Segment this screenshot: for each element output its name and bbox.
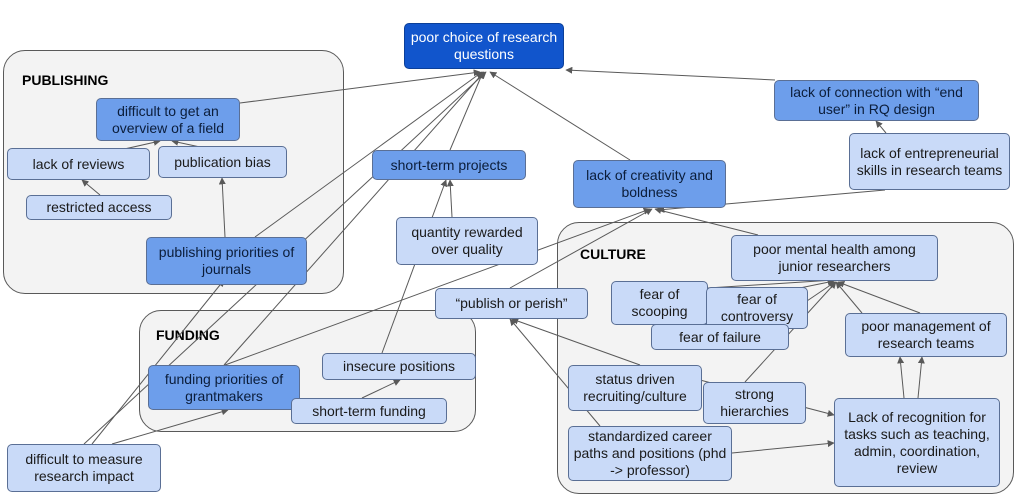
culture-group-label: CULTURE [580, 246, 646, 262]
node-funding-priorities[interactable]: funding priorities of grantmakers [148, 365, 300, 410]
edge-fundingpriorities-to-creativity [224, 207, 651, 366]
node-fear-scooping[interactable]: fear of scooping [611, 281, 708, 325]
node-restricted-access[interactable]: restricted access [26, 195, 172, 220]
edge-shortprojects-to-root [449, 71, 484, 151]
publishing-group-label: PUBLISHING [22, 72, 109, 88]
node-publication-bias[interactable]: publication bias [158, 146, 287, 178]
node-lack-reviews[interactable]: lack of reviews [7, 148, 150, 180]
edge-quantity-to-shortprojects [446, 179, 454, 218]
edge-hierarchies-to-mentalhealth [744, 281, 837, 383]
node-poor-mental-health[interactable]: poor mental health among junior research… [731, 235, 938, 281]
node-quantity-rewarded[interactable]: quantity rewarded over quality [396, 217, 538, 265]
edge-scooping-to-mentalhealth [707, 276, 835, 289]
node-poor-management[interactable]: poor management of research teams [845, 313, 1007, 357]
node-short-term-projects[interactable]: short-term projects [372, 150, 526, 180]
edge-fundingpriorities-to-root [223, 71, 485, 366]
node-short-term-funding[interactable]: short-term funding [291, 398, 447, 424]
edge-entrepreneurial-to-connection [875, 120, 887, 134]
edge-measure-to-fundingpriorities [111, 408, 229, 445]
edge-insecure-to-shortprojects [381, 179, 448, 354]
node-publishing-priorities[interactable]: publishing priorities of journals [146, 237, 307, 285]
node-status-driven[interactable]: status driven recruiting/culture [568, 365, 702, 411]
node-difficult-measure[interactable]: difficult to measure research impact [7, 444, 161, 492]
edge-measure-to-pubpriorities [91, 279, 225, 445]
edge-management-to-mentalhealth [837, 280, 921, 314]
edge-access-to-reviews [81, 179, 101, 196]
edge-publishperish-to-creativity [509, 208, 653, 289]
node-lack-recognition[interactable]: Lack of recognition for tasks such as te… [834, 398, 1000, 487]
node-publish-or-perish[interactable]: “publish or perish” [435, 288, 588, 319]
node-poor-choice[interactable]: poor choice of research questions [404, 23, 564, 69]
node-difficult-overview[interactable]: difficult to get an overview of a field [96, 98, 240, 141]
edge-recognition2-to-management [917, 356, 925, 399]
node-insecure-positions[interactable]: insecure positions [322, 353, 476, 380]
edge-pubpriorities-to-root [254, 71, 483, 238]
node-lack-connection[interactable]: lack of connection with “end user” in RQ… [774, 80, 979, 121]
edge-recognition-to-management [897, 356, 905, 399]
edge-creativity-to-root [489, 71, 631, 161]
node-strong-hierarchies[interactable]: strong hierarchies [703, 382, 806, 424]
node-fear-failure[interactable]: fear of failure [651, 324, 789, 350]
edge-status-to-publishperish [511, 317, 641, 366]
funding-group-label: FUNDING [156, 327, 220, 343]
edge-mentalhealth-to-creativity [654, 207, 759, 236]
edge-overview-to-root [239, 69, 481, 104]
edge-connection-to-root [565, 66, 776, 81]
node-fear-controversy[interactable]: fear of controversy [706, 287, 808, 329]
node-standardized-career[interactable]: standardized career paths and positions … [568, 426, 732, 481]
node-lack-creativity[interactable]: lack of creativity and boldness [573, 160, 726, 208]
edge-shortfunding-to-insecure [361, 379, 401, 399]
edge-pubpriorities-to-bias [218, 177, 226, 238]
node-lack-entrepreneurial[interactable]: lack of entrepreneurial skills in resear… [849, 133, 1010, 190]
edge-management2-to-mentalhealth [835, 281, 863, 314]
edge-standardized-to-recognition [731, 440, 835, 454]
